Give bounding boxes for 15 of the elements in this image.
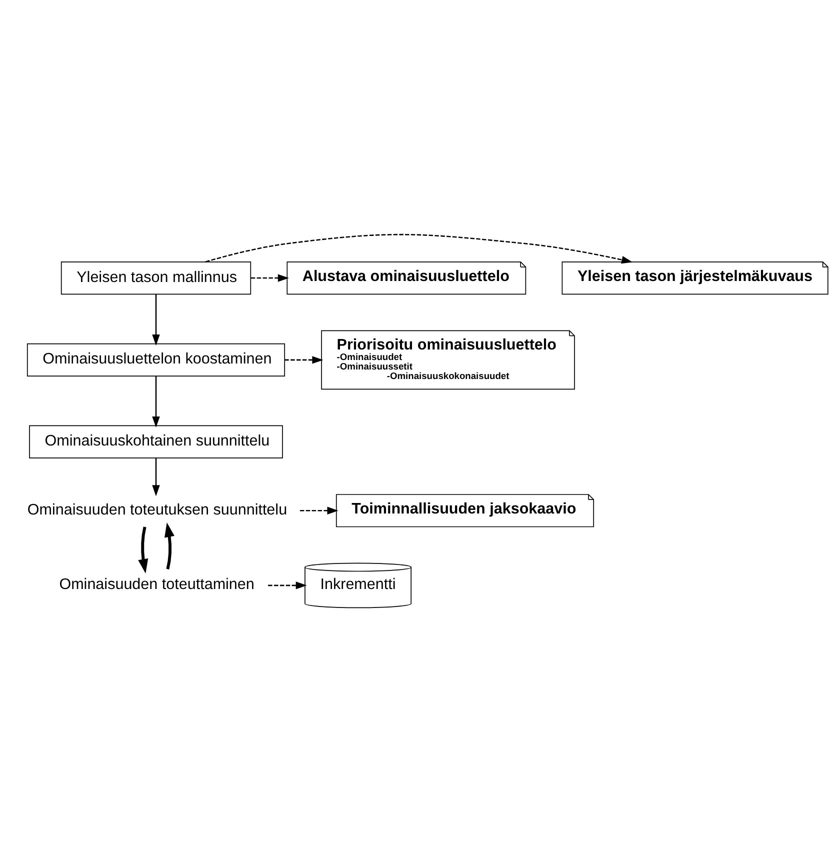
arrow — [300, 506, 338, 514]
node-box: Ominaisuusluettelon koostaminen — [26, 343, 286, 376]
node-box: Yleisen tason mallinnus — [60, 261, 252, 295]
arrow — [284, 356, 324, 364]
arrow — [164, 522, 174, 570]
arrow — [152, 458, 160, 496]
arrow — [152, 294, 160, 346]
arrow — [138, 526, 148, 574]
node-text: Ominaisuuden toteutuksen suunnittelu — [27, 501, 288, 518]
arrow — [268, 582, 307, 590]
arrow — [152, 376, 160, 428]
node-text: Ominaisuuden toteuttaminen — [59, 576, 254, 594]
arrow — [250, 274, 289, 282]
arrow — [205, 234, 633, 264]
node-box: Ominaisuuskohtainen suunnittelu — [29, 425, 283, 458]
